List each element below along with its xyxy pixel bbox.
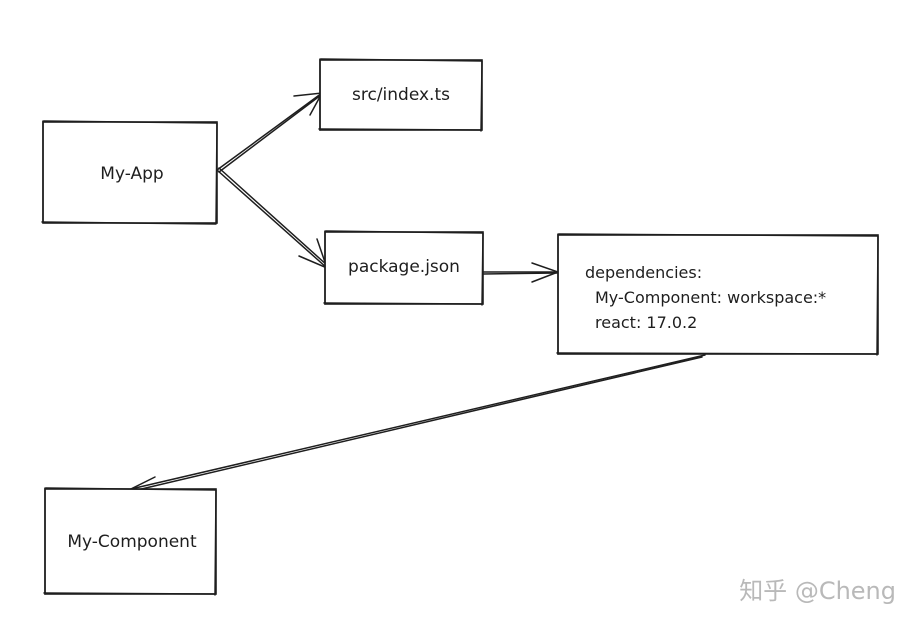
node-label-src-index: src/index.ts [352,85,450,105]
node-label-package-json: package.json [348,257,460,277]
node-my-app[interactable]: My-App [41,120,218,225]
node-label-my-component: My-Component [67,532,197,552]
watermark-text: 知乎 @Cheng [739,577,896,605]
dependencies-line-react: react: 17.0.2 [595,313,697,332]
edges [128,92,706,496]
dependencies-line-my-component: My-Component: workspace:* [595,288,826,307]
edge-my-app-to-src-index [216,92,324,173]
node-dependencies[interactable]: dependencies: My-Component: workspace:* … [556,233,879,356]
dependencies-line-header: dependencies: [585,263,702,282]
edge-dependencies-to-my-component [128,354,706,496]
edge-package-json-to-dependencies [482,262,561,283]
node-src-index[interactable]: src/index.ts [318,58,483,132]
edge-my-app-to-package-json [216,167,329,270]
node-label-my-app: My-App [100,164,163,184]
node-my-component[interactable]: My-Component [43,487,217,596]
node-package-json[interactable]: package.json [323,230,484,306]
